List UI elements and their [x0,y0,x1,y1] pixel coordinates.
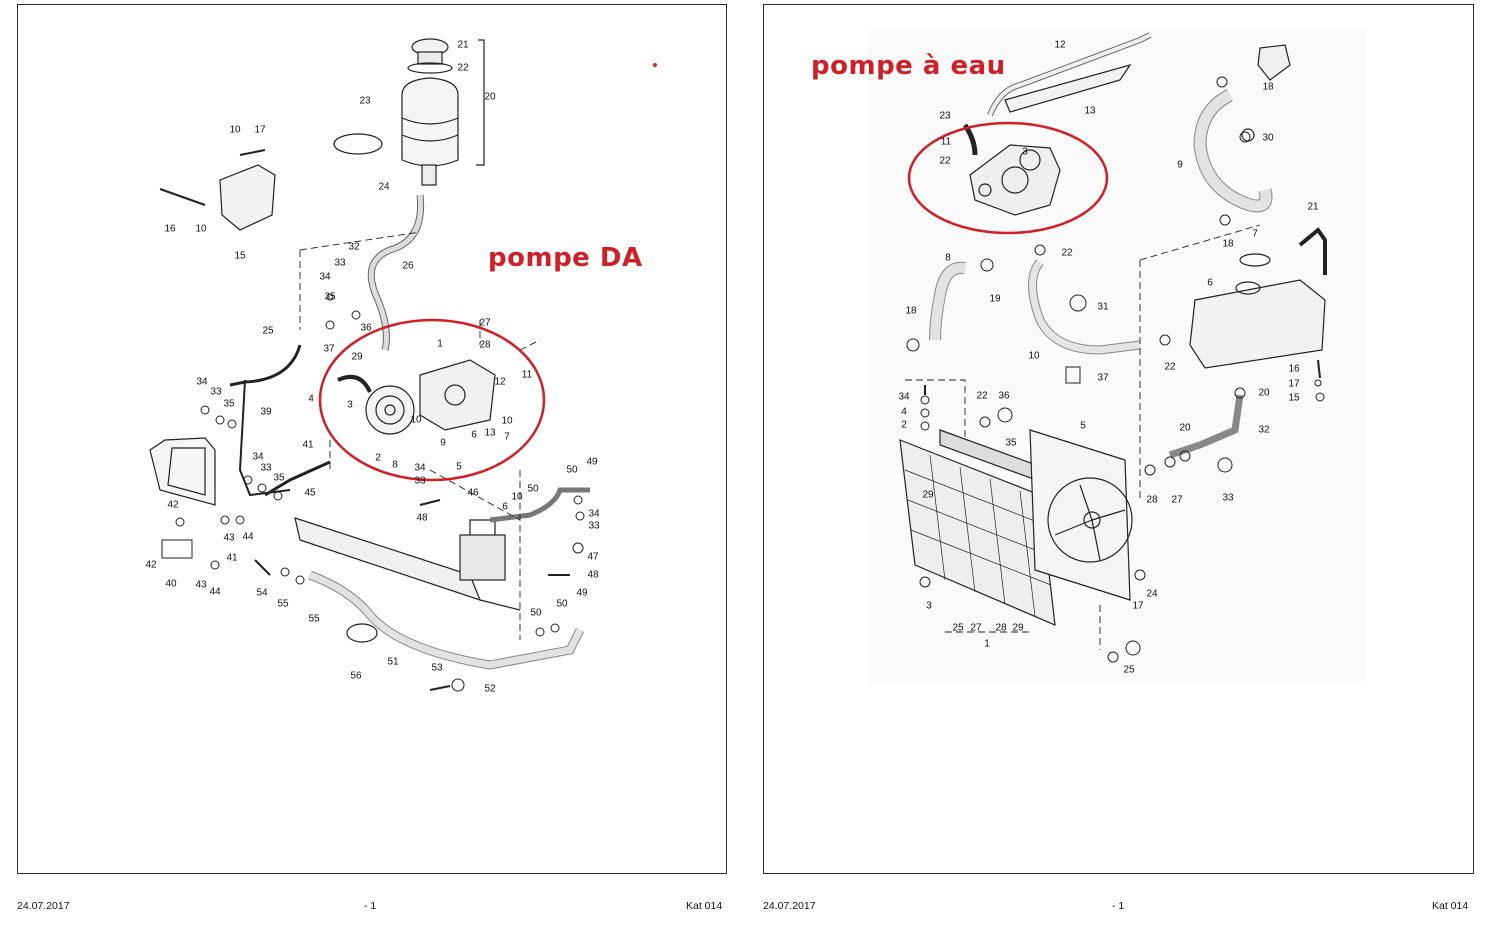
right-footer-page: - 1 [1112,900,1125,912]
left-catalog-page [17,4,727,874]
left-footer-date: 24.07.2017 [17,900,70,912]
annotation-pompe-da: pompe DA [488,243,643,273]
left-footer-page: - 1 [364,900,377,912]
right-catalog-page [763,4,1474,874]
right-footer-catalog: Kat 014 [1432,900,1469,912]
red-dot-mark [653,63,657,67]
right-footer-date: 24.07.2017 [763,900,816,912]
annotation-pompe-a-eau: pompe à eau [811,51,1006,81]
left-footer-catalog: Kat 014 [686,900,723,912]
